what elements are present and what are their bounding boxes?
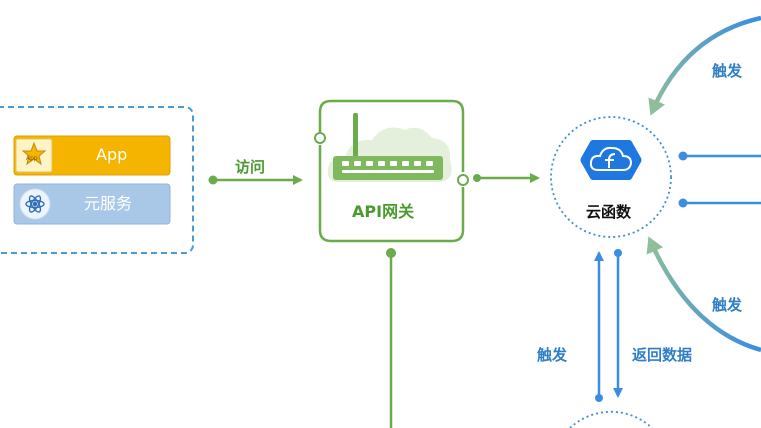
cloud-function-node[interactable] <box>550 116 672 238</box>
bottom-node-partial <box>569 410 653 428</box>
trigger-bottom-label: 触发 <box>537 346 568 364</box>
cloud-function-icon <box>580 140 642 180</box>
client-group-box <box>0 106 194 254</box>
return-down-edge <box>613 249 623 398</box>
function-right-edge-1 <box>678 151 761 161</box>
app-star-icon: App <box>21 141 47 166</box>
trigger-top-label: 触发 <box>712 62 743 80</box>
app-item[interactable]: App <box>13 135 171 176</box>
gateway-to-function-edge <box>473 173 540 183</box>
gateway-router-icon <box>327 113 452 182</box>
app-label: App <box>96 145 128 164</box>
svg-text:App: App <box>26 155 38 162</box>
trigger-right-label: 触发 <box>712 296 743 314</box>
access-edge <box>208 175 303 185</box>
trigger-top-arc <box>648 15 761 116</box>
trigger-right-arc <box>646 236 761 353</box>
trigger-up-edge <box>594 251 604 402</box>
api-gateway-node[interactable] <box>314 99 469 243</box>
gateway-down-edge <box>386 248 396 428</box>
function-right-edge-2 <box>678 198 761 208</box>
atom-icon <box>25 195 45 213</box>
cloud-function-label: 云函数 <box>586 203 632 221</box>
access-label: 访问 <box>235 158 266 176</box>
return-data-label: 返回数据 <box>632 346 693 364</box>
atomic-service-item[interactable] <box>13 183 171 225</box>
atomic-service-label: 元服务 <box>84 194 133 213</box>
api-gateway-label: API网关 <box>352 202 415 221</box>
